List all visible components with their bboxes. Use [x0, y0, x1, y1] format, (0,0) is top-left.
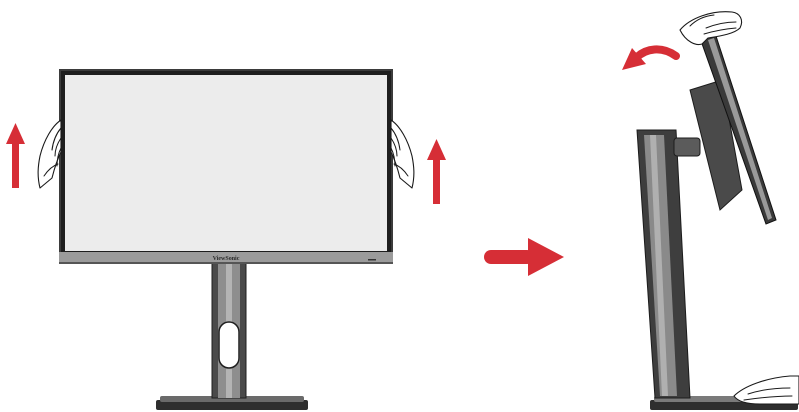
bottom-hand-icon — [733, 375, 799, 405]
front-view-monitor: ViewSonic — [59, 69, 393, 410]
monitor-brand-logo: ViewSonic — [213, 256, 240, 262]
rotate-arrow-icon — [622, 45, 680, 70]
left-hand-icon — [37, 119, 62, 189]
left-up-arrow-icon — [6, 123, 25, 188]
cable-management-hole — [218, 321, 240, 369]
monitor-base — [156, 400, 308, 410]
top-hand-icon — [679, 11, 743, 46]
side-view-monitor — [636, 35, 798, 410]
right-hand-icon — [390, 119, 415, 189]
monitor-screen — [65, 75, 387, 251]
right-up-arrow-icon — [427, 139, 446, 204]
right-arrow-icon — [484, 238, 564, 276]
